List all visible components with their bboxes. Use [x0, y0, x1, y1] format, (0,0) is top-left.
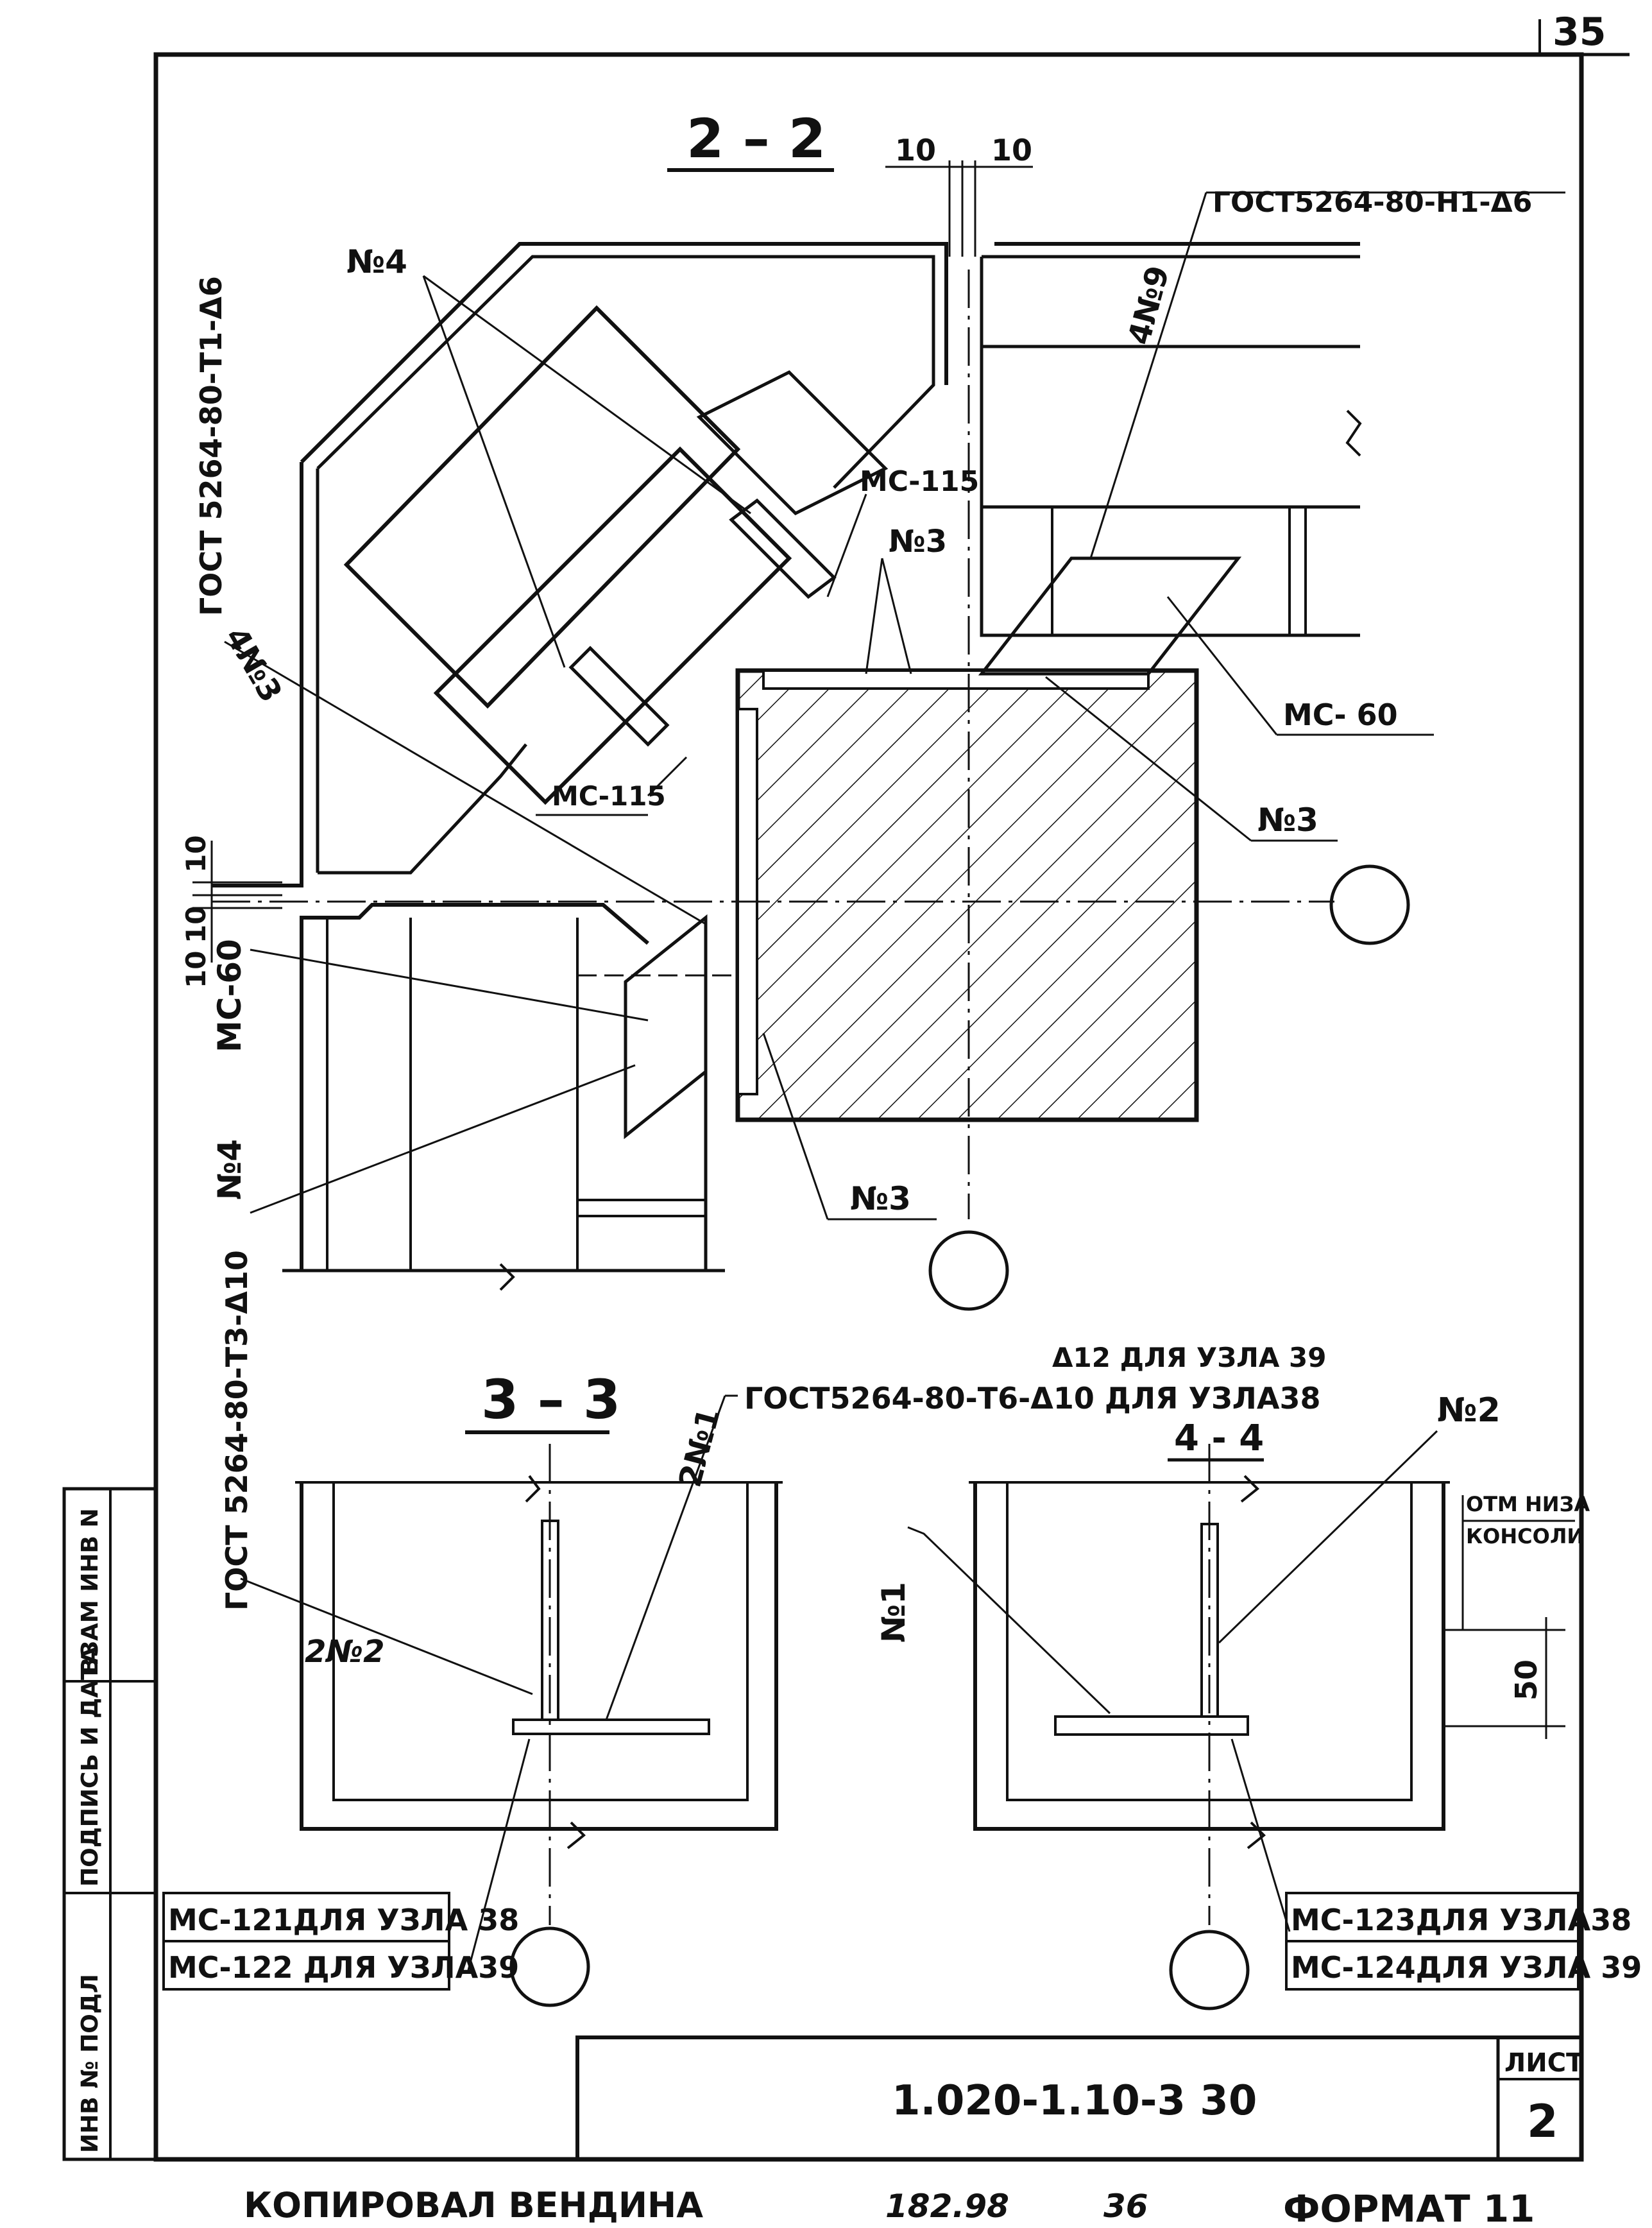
title-block: 1.020-1.10-3 30 ЛИСТ 2	[575, 2035, 1584, 2161]
label-otm-1: ОТМ НИЗА	[1466, 1492, 1590, 1516]
axis-circle-bottom	[928, 1230, 1009, 1311]
label-n3-c: №3	[850, 1180, 911, 1217]
label-mc60-right: МС- 60	[1283, 698, 1398, 732]
label-n1: №1	[875, 1582, 912, 1643]
axis-circle-right	[1329, 864, 1410, 945]
label-n4-left: №4	[211, 1139, 248, 1200]
side-stamp: ВЗАМ ИНВ N ПОДПИСЬ И ДАТА ИНВ № ПОДЛ	[62, 1487, 158, 2161]
axis-circle-3-3	[509, 1926, 590, 2007]
label-n2: №2	[1437, 1391, 1501, 1430]
label-gost-t6: ГОСТ5264-80-Т6-Δ10 ДЛЯ УЗЛА38	[744, 1381, 1320, 1416]
section-2-2-title: 2 – 2	[686, 107, 826, 170]
sheet-label: ЛИСТ	[1504, 2048, 1584, 2078]
section-4-4-title: 4 - 4	[1174, 1418, 1264, 1459]
label-otm-2: КОНСОЛИ	[1466, 1524, 1584, 1548]
sheet-number-top: 35	[1553, 10, 1606, 55]
footer-date: 182.98	[885, 2188, 1009, 2225]
label-mc60-left: МС-60	[211, 939, 248, 1052]
label-n4-top: №4	[346, 243, 407, 280]
concrete-column	[735, 668, 1199, 1122]
dim-left-c: 10	[180, 951, 212, 988]
label-4n3: 4№3	[218, 621, 289, 708]
label-gost-t6-alt: Δ12 ДЛЯ УЗЛА 39	[1052, 1342, 1327, 1373]
dim-top-left: 10	[895, 133, 936, 167]
dim-top-right: 10	[991, 133, 1032, 167]
label-mc121: МС-121ДЛЯ УЗЛА 38	[168, 1903, 519, 1937]
label-gost-t3: ГОСТ 5264-80-Т3-Δ10	[219, 1250, 254, 1611]
label-mc122: МС-122 ДЛЯ УЗЛА39	[168, 1950, 519, 1985]
label-2n2: 2№2	[305, 1634, 385, 1670]
label-mc115-a: МС-115	[860, 465, 979, 498]
section-2-2: 2 – 2 10 10	[180, 107, 1565, 1311]
footer-num: 36	[1103, 2188, 1148, 2225]
sheet-value: 2	[1527, 2095, 1558, 2148]
label-gost-h1: ГОСТ5264-80-Н1-Δ6	[1213, 186, 1532, 219]
stamp-inv-podl: ИНВ № ПОДЛ	[77, 1974, 103, 2153]
label-2n1: 2№1	[672, 1404, 727, 1491]
footer-format: ФОРМАТ 11	[1283, 2187, 1535, 2228]
label-mc123: МС-123ДЛЯ УЗЛА38	[1291, 1903, 1631, 1937]
label-mc115-b: МС-115	[552, 780, 666, 812]
dim-left-b: 10	[180, 906, 212, 943]
section-3-3: 3 – 3 ГОСТ 5264-80-Т3-Δ10 Δ12 ДЛЯ УЗЛА 3…	[162, 1250, 1327, 2007]
stamp-podpis-data: ПОДПИСЬ И ДАТА	[77, 1646, 103, 1887]
section-3-3-title: 3 – 3	[481, 1368, 620, 1431]
dim-50: 50	[1509, 1659, 1544, 1701]
label-gost-t1: ГОСТ 5264-80-Т1-Δ6	[194, 276, 228, 616]
footer-copied: КОПИРОВАЛ ВЕНДИНА	[244, 2185, 703, 2225]
label-n3-a: №3	[889, 524, 947, 560]
title-code: 1.020-1.10-3 30	[892, 2077, 1257, 2125]
label-4n9: 4№9	[1121, 262, 1176, 348]
section-4-4: 4 - 4 №2 №1 ОТМ НИЗА КОНСОЛИ 50 МС-123ДЛ…	[875, 1391, 1642, 2010]
dim-left-a: 10	[180, 836, 212, 873]
axis-circle-4-4	[1169, 1930, 1250, 2010]
stamp-vzam-inv: ВЗАМ ИНВ N	[77, 1508, 103, 1675]
label-n3-b: №3	[1257, 801, 1318, 839]
label-mc124: МС-124ДЛЯ УЗЛА 39	[1291, 1950, 1642, 1985]
